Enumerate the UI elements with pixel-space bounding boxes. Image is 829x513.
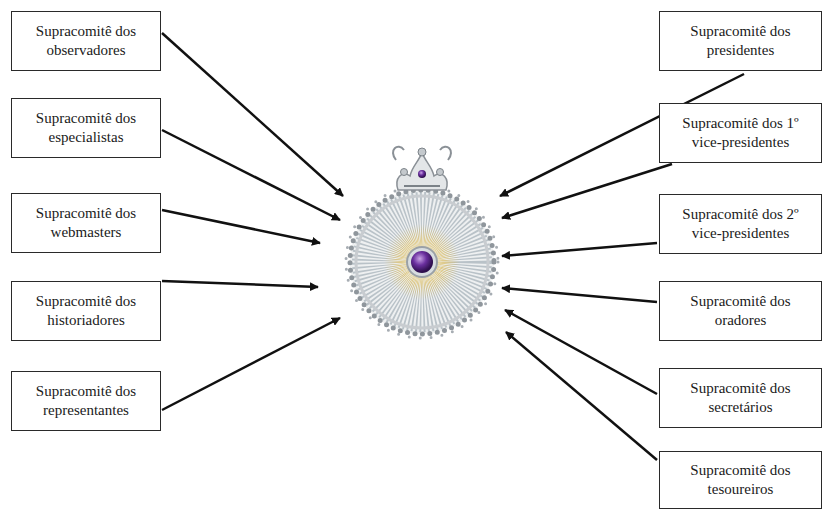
box-label: Supracomitê dos 1º vice-presidentes (668, 114, 813, 152)
committee-box: Supracomitê dos historiadores (11, 281, 161, 341)
box-label: Supracomitê dos secretários (668, 379, 813, 417)
box-label: Supracomitê dos presidentes (668, 22, 813, 60)
box-label: Supracomitê dos webmasters (20, 204, 152, 242)
box-label: Supracomitê dos representantes (20, 382, 152, 420)
box-label: Supracomitê dos especialistas (20, 109, 152, 147)
medal (346, 147, 498, 338)
committee-box: Supracomitê dos secretários (659, 368, 822, 428)
committee-box: Supracomitê dos presidentes (659, 11, 822, 71)
committee-box: Supracomitê dos oradores (659, 281, 822, 341)
box-label: Supracomitê dos historiadores (20, 292, 152, 330)
committee-box: Supracomitê dos 1º vice-presidentes (659, 103, 822, 163)
committee-box: Supracomitê dos observadores (11, 11, 161, 71)
box-label: Supracomitê dos 2º vice-presidentes (668, 205, 813, 243)
committee-box: Supracomitê dos tesoureiros (659, 451, 822, 509)
arrow-lines (162, 33, 744, 460)
committee-box: Supracomitê dos 2º vice-presidentes (659, 194, 822, 254)
box-label: Supracomitê dos tesoureiros (668, 461, 813, 499)
committee-box: Supracomitê dos especialistas (11, 98, 161, 158)
box-label: Supracomitê dos observadores (20, 22, 152, 60)
committee-box: Supracomitê dos representantes (11, 371, 161, 431)
box-label: Supracomitê dos oradores (668, 292, 813, 330)
committee-box: Supracomitê dos webmasters (11, 193, 161, 253)
